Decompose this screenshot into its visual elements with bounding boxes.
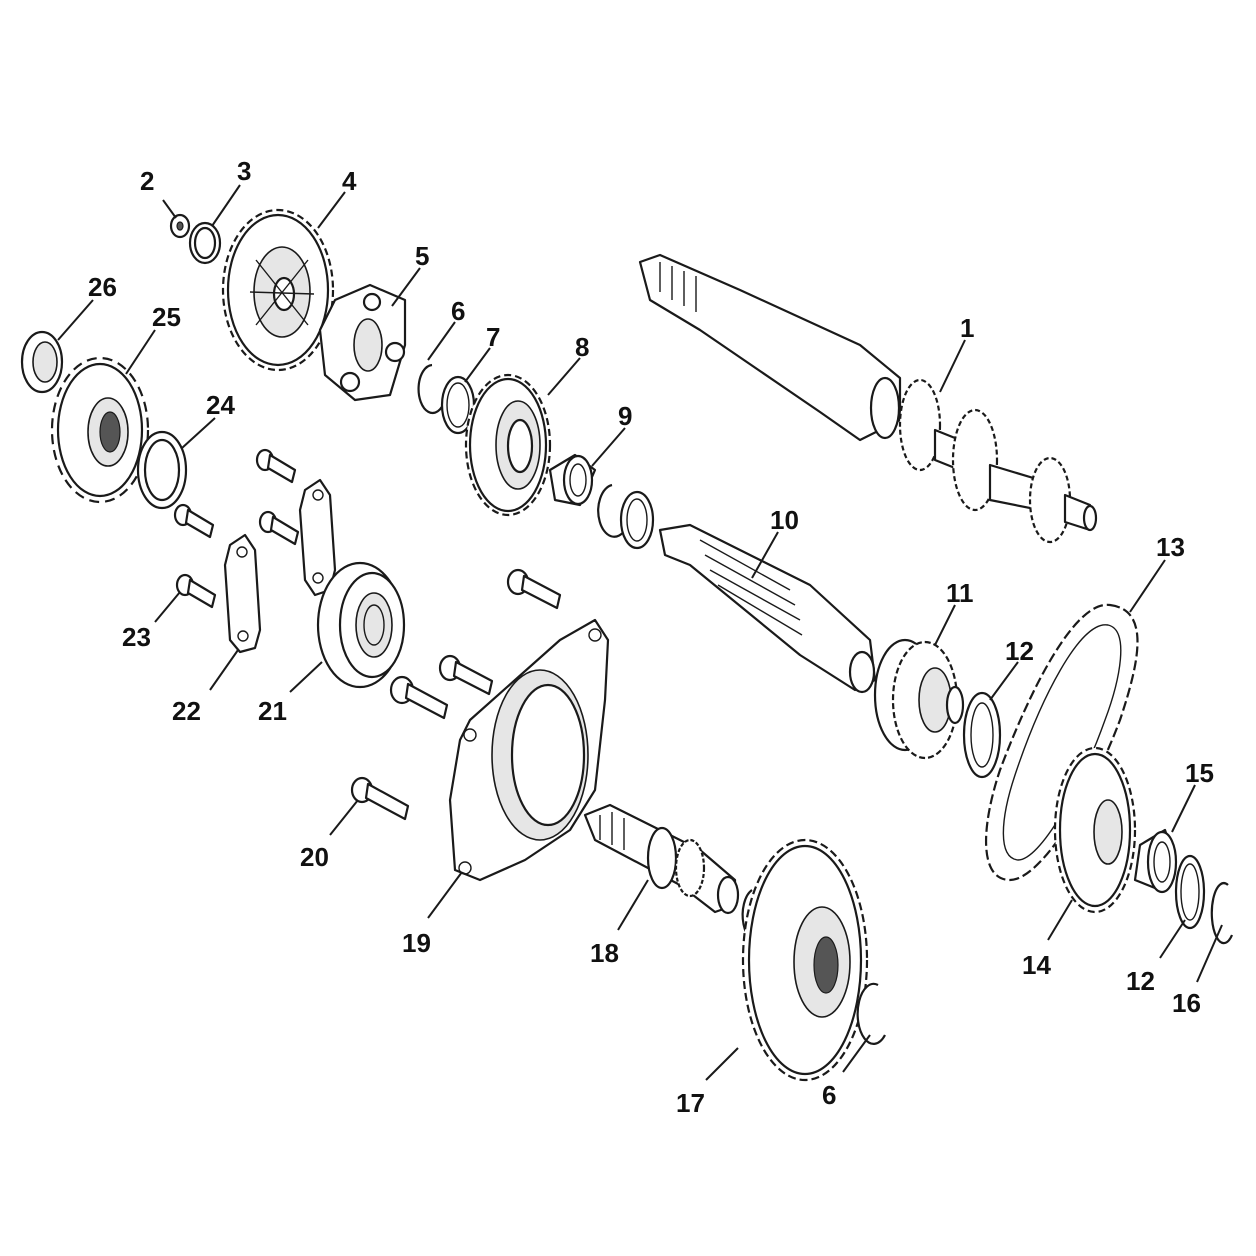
bolt-23-b bbox=[173, 503, 215, 539]
callout-20: 20 bbox=[300, 842, 329, 872]
part-6-circlip-upper bbox=[417, 363, 447, 415]
leader-lines bbox=[57, 184, 1223, 1081]
callout-15: 15 bbox=[1185, 758, 1214, 788]
part-4-gear bbox=[221, 208, 335, 372]
callout-7: 7 bbox=[486, 322, 500, 352]
part-18-output-shaft bbox=[583, 803, 740, 915]
bolt-23-a bbox=[255, 448, 297, 484]
leader-24 bbox=[181, 417, 216, 449]
part-9-splined-washer bbox=[619, 490, 655, 550]
leader-10 bbox=[751, 531, 779, 579]
bolt-23-d bbox=[175, 573, 217, 609]
leader-8 bbox=[547, 357, 581, 396]
bolt-20-c bbox=[389, 675, 449, 720]
bolt-23-c bbox=[258, 510, 300, 546]
callout-5: 5 bbox=[415, 241, 429, 271]
leader-23 bbox=[154, 591, 181, 623]
callout-10: 10 bbox=[770, 505, 799, 535]
callout-1: 1 bbox=[960, 313, 974, 343]
leader-13 bbox=[1129, 559, 1166, 613]
part-2-nut bbox=[169, 213, 191, 239]
leader-25 bbox=[125, 329, 156, 375]
part-24-washer bbox=[136, 430, 188, 510]
leader-6a bbox=[427, 321, 456, 361]
part-19-housing bbox=[448, 618, 610, 882]
part-21-bearing bbox=[316, 561, 406, 689]
leader-26 bbox=[57, 299, 94, 341]
callout-12-lower: 12 bbox=[1126, 966, 1155, 996]
callout-3: 3 bbox=[237, 156, 251, 186]
part-3-washer bbox=[188, 221, 222, 265]
part-17-gear bbox=[741, 838, 869, 1082]
leader-16 bbox=[1196, 924, 1223, 983]
part-1-main-shaft bbox=[638, 253, 1098, 544]
bolt-20-a bbox=[506, 568, 562, 610]
part-20-bolts bbox=[350, 568, 562, 821]
part-10-countershaft bbox=[658, 523, 877, 694]
part-13-chain bbox=[985, 603, 1139, 882]
leader-14 bbox=[1047, 899, 1073, 941]
leader-5 bbox=[391, 267, 421, 307]
part-25-sprocket bbox=[50, 356, 150, 504]
callout-25: 25 bbox=[152, 302, 181, 332]
leader-22 bbox=[209, 649, 239, 691]
callout-26: 26 bbox=[88, 272, 117, 302]
callout-17: 17 bbox=[676, 1088, 705, 1118]
callout-19: 19 bbox=[402, 928, 431, 958]
part-15-needle-bearing bbox=[1133, 828, 1178, 894]
leader-9 bbox=[591, 427, 626, 467]
callout-8: 8 bbox=[575, 332, 589, 362]
bolt-20-b bbox=[438, 654, 494, 696]
callout-9: 9 bbox=[618, 401, 632, 431]
leader-20 bbox=[329, 799, 359, 836]
callout-6-upper: 6 bbox=[451, 296, 465, 326]
leader-17 bbox=[705, 1047, 739, 1081]
callout-14: 14 bbox=[1022, 950, 1051, 980]
callout-2: 2 bbox=[140, 166, 154, 196]
part-12-washer-upper bbox=[962, 691, 1002, 779]
leader-1 bbox=[939, 339, 966, 393]
leader-12a bbox=[989, 661, 1019, 701]
part-6-circlip-lower bbox=[856, 982, 886, 1045]
callout-labels: 2 3 4 26 25 5 6 7 8 1 24 9 10 13 11 12 2… bbox=[88, 156, 1214, 1118]
leader-2 bbox=[162, 199, 177, 219]
callout-12-upper: 12 bbox=[1005, 636, 1034, 666]
callout-4: 4 bbox=[342, 166, 357, 196]
callout-11: 11 bbox=[946, 578, 974, 608]
bolt-20-d bbox=[350, 776, 410, 821]
leader-15 bbox=[1171, 784, 1196, 833]
leader-12b bbox=[1159, 919, 1186, 959]
callout-16: 16 bbox=[1172, 988, 1201, 1018]
callout-21: 21 bbox=[258, 696, 287, 726]
leader-18 bbox=[617, 879, 649, 931]
leader-6b bbox=[842, 1034, 871, 1073]
leader-4 bbox=[317, 191, 346, 229]
callout-22: 22 bbox=[172, 696, 201, 726]
part-12-washer-lower bbox=[1174, 854, 1206, 930]
leader-19 bbox=[427, 871, 463, 919]
callout-24: 24 bbox=[206, 390, 235, 420]
leader-7 bbox=[464, 347, 491, 383]
part-8-gear bbox=[464, 373, 552, 517]
part-16-circlip bbox=[1210, 882, 1234, 945]
callout-23: 23 bbox=[122, 622, 151, 652]
callout-18: 18 bbox=[590, 938, 619, 968]
leader-21 bbox=[289, 661, 323, 693]
leader-3 bbox=[211, 184, 241, 227]
part-11-gear bbox=[873, 638, 965, 760]
part-14-gear bbox=[1053, 746, 1137, 914]
part-9-circlip bbox=[597, 483, 626, 538]
part-26-seal bbox=[20, 330, 64, 394]
leader-11 bbox=[934, 604, 956, 646]
callout-6-lower: 6 bbox=[822, 1080, 836, 1110]
part-23-bolts bbox=[173, 448, 300, 609]
part-5-clutch-hub bbox=[318, 283, 407, 402]
part-9-needle-bearing bbox=[548, 453, 597, 507]
callout-13: 13 bbox=[1156, 532, 1185, 562]
